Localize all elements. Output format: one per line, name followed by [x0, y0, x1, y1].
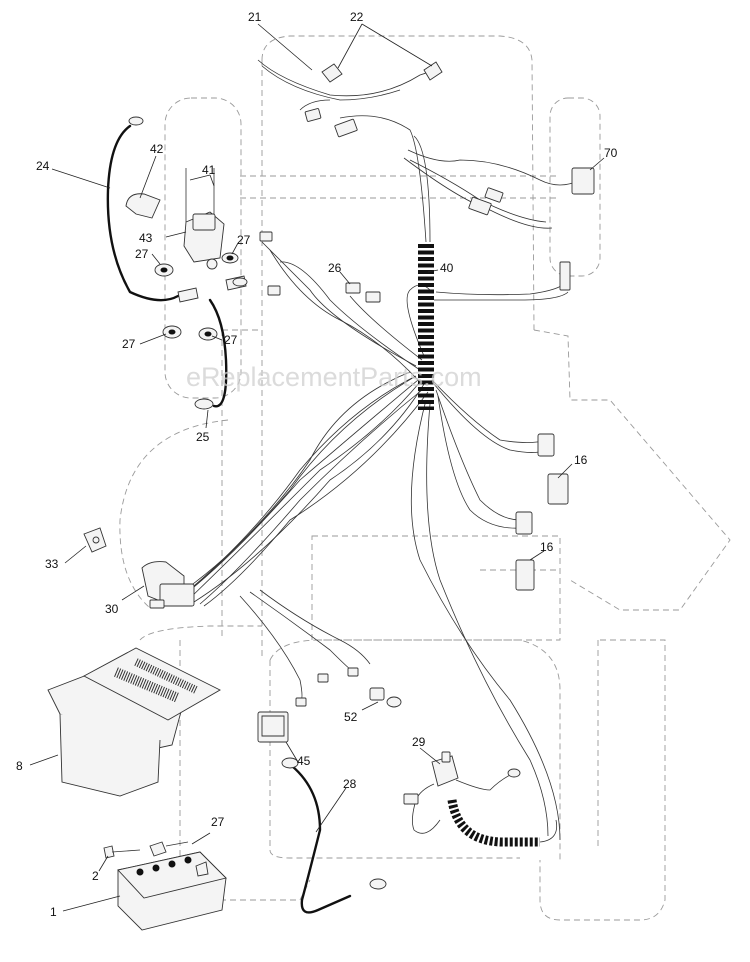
- callout-28: 28: [343, 777, 357, 791]
- bolts-2-27: [103, 841, 189, 859]
- ignition-switch-30: [141, 561, 195, 609]
- switches-16: [515, 433, 569, 591]
- battery-1: [117, 851, 227, 931]
- leader-lines: [29, 23, 605, 912]
- key-33: [83, 527, 107, 553]
- callout-27b: 27: [237, 233, 251, 247]
- sensor-29: [403, 751, 521, 834]
- relay-70: [468, 167, 595, 291]
- callout-30: 30: [105, 602, 119, 616]
- callout-27d: 27: [224, 333, 238, 347]
- callout-27a: 27: [135, 247, 149, 261]
- harness-connectors-lower: [295, 667, 402, 708]
- callout-40: 40: [440, 261, 454, 275]
- callout-16a: 16: [574, 453, 588, 467]
- callout-16b: 16: [540, 540, 554, 554]
- callout-24: 24: [36, 159, 50, 173]
- bracket-42: [125, 193, 161, 219]
- lamps-22: [321, 61, 443, 83]
- callout-29: 29: [412, 735, 426, 749]
- callout-41: 41: [202, 163, 216, 177]
- callout-27c: 27: [122, 337, 136, 351]
- callout-26: 26: [328, 261, 342, 275]
- battery-box-8: [47, 647, 221, 797]
- solenoid: [183, 168, 248, 291]
- callout-27e: 27: [211, 815, 225, 829]
- watermark: eReplacementParts.com: [186, 362, 482, 392]
- callout-1: 1: [50, 905, 57, 919]
- harness-wires: [175, 59, 581, 841]
- callout-8: 8: [16, 759, 23, 773]
- callout-45: 45: [297, 754, 311, 768]
- nuts-27: [154, 252, 239, 341]
- callout-42: 42: [150, 142, 164, 156]
- battery-cables: [106, 116, 387, 914]
- callout-33: 33: [45, 557, 59, 571]
- coil-cable: [447, 799, 558, 847]
- callout-43: 43: [139, 231, 153, 245]
- callout-52: 52: [344, 710, 358, 724]
- callout-2: 2: [92, 869, 99, 883]
- callout-25: 25: [196, 430, 210, 444]
- module-45: [257, 711, 289, 743]
- connector-21: [304, 108, 358, 138]
- callout-70: 70: [604, 146, 618, 160]
- plugs-26: [259, 231, 381, 303]
- callout-21: 21: [248, 10, 262, 24]
- callout-labels: 1 2 8 16 16 21 22 24 25 26 27 27 27 27 2…: [16, 10, 618, 919]
- callout-22: 22: [350, 10, 364, 24]
